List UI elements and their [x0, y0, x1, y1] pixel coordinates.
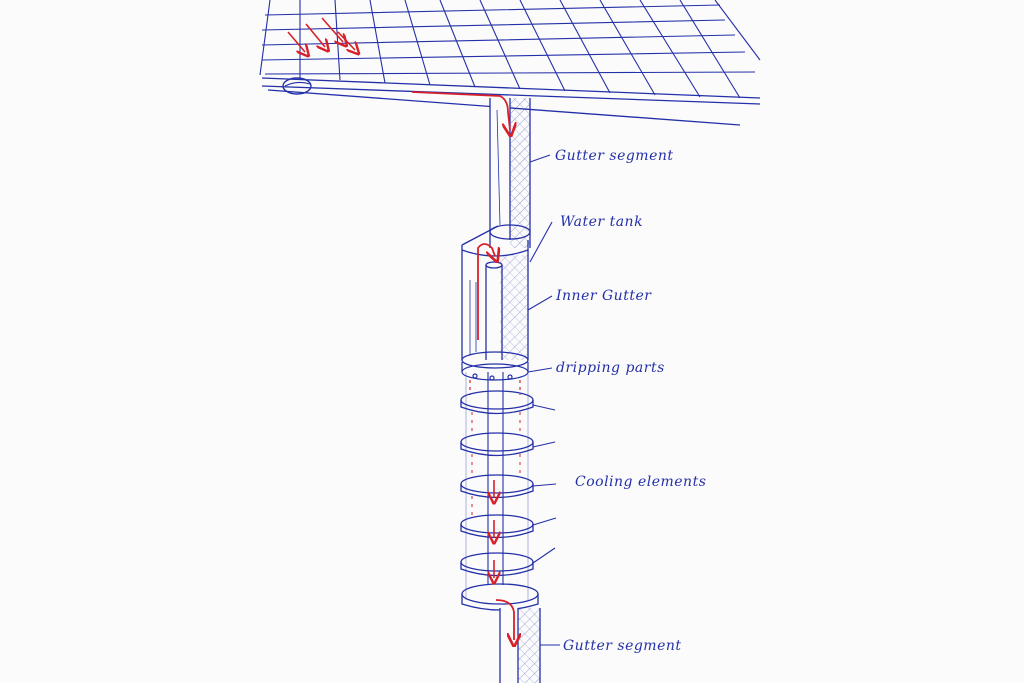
label-dripping-parts: dripping parts: [556, 360, 665, 376]
roof: [259, 0, 761, 126]
lower-gutter-segment: [499, 608, 541, 683]
center-pipe: [465, 372, 529, 600]
label-gutter-segment-top: Gutter segment: [555, 148, 674, 164]
leader-lines: [527, 154, 560, 646]
label-gutter-segment-bottom: Gutter segment: [563, 638, 682, 654]
cooling-disc: [460, 514, 534, 539]
flow-arrow-bottom: [495, 599, 514, 640]
cooling-disc: [460, 552, 534, 577]
dripping-parts: [461, 362, 529, 395]
cooling-disc: [460, 474, 534, 499]
cooling-elements: [460, 390, 539, 611]
label-water-tank: Water tank: [560, 214, 643, 230]
flow-arrow-tank: [477, 243, 495, 340]
flow-arrow-top: [411, 91, 510, 130]
cooling-disc: [460, 390, 534, 415]
rain-arrows: [287, 17, 355, 52]
collector: [461, 583, 539, 611]
label-cooling-elements: Cooling elements: [575, 474, 706, 490]
label-inner-gutter: Inner Gutter: [555, 288, 652, 304]
cooling-disc: [460, 432, 534, 457]
